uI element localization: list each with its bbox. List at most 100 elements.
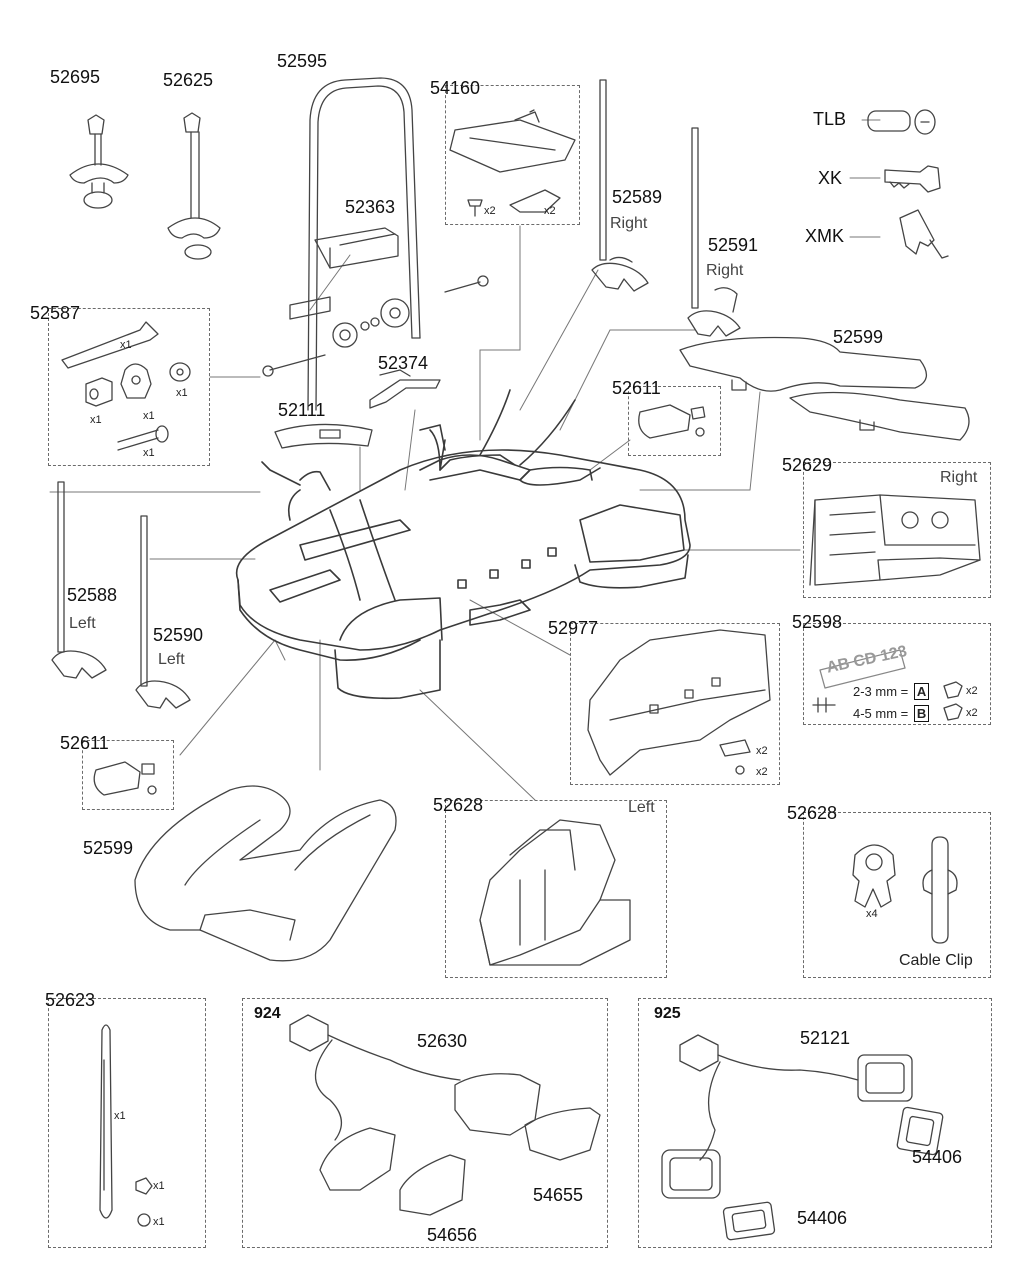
box-54160 bbox=[445, 85, 580, 225]
cable-clip-label: Cable Clip bbox=[899, 952, 973, 969]
part-TLB-lock bbox=[867, 109, 936, 135]
leader-lines bbox=[49, 119, 881, 801]
plate-row-a-letter: A bbox=[913, 683, 930, 700]
part-52611-endcap-upper bbox=[638, 404, 706, 439]
part-52628-tail-light-left bbox=[479, 819, 631, 966]
part-number-52587: 52587 bbox=[30, 303, 81, 323]
plate-row-b-letter: B bbox=[913, 705, 930, 722]
part-number-52599-upper: 52599 bbox=[833, 327, 884, 347]
part-number-52121: 52121 bbox=[800, 1028, 851, 1048]
qty-hexkey: x1 bbox=[120, 339, 132, 351]
qty-54160-screw: x2 bbox=[484, 205, 496, 217]
qty-washer: x1 bbox=[176, 387, 188, 399]
part-52111-cover bbox=[274, 423, 373, 449]
qty-52977-a: x2 bbox=[756, 745, 768, 757]
side-label-right-52589: Right bbox=[610, 215, 648, 232]
box-52623 bbox=[48, 998, 206, 1248]
part-number-52625: 52625 bbox=[163, 70, 214, 90]
part-number-52590: 52590 bbox=[153, 625, 204, 645]
part-52695-frame-holder bbox=[69, 114, 129, 209]
part-number-52595: 52595 bbox=[277, 51, 328, 71]
box-52587 bbox=[48, 308, 210, 466]
qty-nut: x1 bbox=[153, 1180, 165, 1192]
part-925-wiring-kit bbox=[661, 1034, 944, 1241]
part-52588-arm-left bbox=[51, 481, 107, 679]
part-52589-arm-right bbox=[591, 79, 649, 292]
part-number-52628-clips: 52628 bbox=[787, 803, 838, 823]
part-52598-plate-holder bbox=[812, 649, 963, 721]
part-52977-housing bbox=[587, 629, 771, 776]
part-number-XMK: XMK bbox=[805, 226, 845, 246]
part-number-XK: XK bbox=[818, 168, 843, 188]
part-number-52599-lower: 52599 bbox=[83, 838, 134, 858]
part-52595-bike-arm-loop bbox=[307, 77, 421, 411]
part-52623-strap bbox=[99, 1024, 153, 1227]
box-52629 bbox=[803, 462, 991, 598]
box-925 bbox=[638, 998, 992, 1248]
part-XMK-key bbox=[899, 209, 949, 259]
part-knobs-bolts bbox=[262, 275, 489, 377]
qty-clip: x4 bbox=[866, 908, 878, 920]
qty-strap: x1 bbox=[114, 1110, 126, 1122]
part-52374-bracket bbox=[369, 369, 441, 409]
plate-row-a-qty: x2 bbox=[966, 685, 978, 697]
part-52611-endcap-lower bbox=[93, 761, 157, 796]
part-number-52628-left: 52628 bbox=[433, 795, 484, 815]
plate-row-b-range: 4-5 mm = bbox=[853, 706, 909, 721]
part-number-52589: 52589 bbox=[612, 187, 663, 207]
box-924 bbox=[242, 998, 608, 1248]
part-number-TLB: TLB bbox=[813, 109, 847, 129]
part-number-52623: 52623 bbox=[45, 990, 96, 1010]
part-number-52611-upper: 52611 bbox=[612, 378, 661, 398]
part-52590-arm-left bbox=[135, 515, 191, 709]
part-52599-tray-upper bbox=[679, 336, 970, 441]
part-924-wiring-kit bbox=[289, 1014, 601, 1216]
side-label-left-52628: Left bbox=[628, 799, 655, 816]
part-number-52591: 52591 bbox=[708, 235, 759, 255]
plate-row-a: 2-3 mm = A bbox=[853, 683, 930, 700]
kit-number-925: 925 bbox=[654, 1005, 681, 1022]
box-52598 bbox=[803, 623, 991, 725]
qty-bolt: x1 bbox=[143, 447, 155, 459]
part-XK-key bbox=[884, 165, 941, 193]
side-label-left-52588: Left bbox=[69, 615, 96, 632]
part-52599-tray-lower bbox=[134, 785, 397, 962]
part-number-52111: 52111 bbox=[278, 400, 326, 420]
kit-number-924: 924 bbox=[254, 1005, 281, 1022]
part-number-52611-lower: 52611 bbox=[60, 733, 109, 753]
part-number-52374: 52374 bbox=[378, 353, 429, 373]
part-number-54656: 54656 bbox=[427, 1225, 478, 1245]
part-52587-tool-kit bbox=[61, 321, 191, 451]
part-54160-kit bbox=[449, 109, 576, 217]
part-number-52363: 52363 bbox=[345, 197, 396, 217]
part-52629-tail-light-right bbox=[809, 494, 981, 586]
part-number-54655: 54655 bbox=[533, 1185, 584, 1205]
part-52625-frame-holder bbox=[167, 112, 221, 260]
part-number-52629: 52629 bbox=[782, 455, 833, 475]
main-carrier-body bbox=[235, 389, 691, 700]
part-number-52695: 52695 bbox=[50, 67, 101, 87]
side-label-right-52591: Right bbox=[706, 262, 744, 279]
box-52611-lower bbox=[82, 740, 174, 810]
box-52611-upper bbox=[628, 386, 721, 456]
part-number-54160: 54160 bbox=[430, 78, 481, 98]
box-52628-clips bbox=[803, 812, 991, 978]
box-52628-left bbox=[445, 800, 667, 978]
plate-row-b-qty: x2 bbox=[966, 707, 978, 719]
part-number-52598: 52598 bbox=[792, 612, 843, 632]
part-number-52630: 52630 bbox=[417, 1031, 468, 1051]
part-number-54406-lower: 54406 bbox=[797, 1208, 848, 1228]
plate-row-b: 4-5 mm = B bbox=[853, 705, 930, 722]
side-label-right-52629: Right bbox=[940, 469, 978, 486]
qty-knob: x1 bbox=[143, 410, 155, 422]
part-number-54406-upper: 54406 bbox=[912, 1147, 963, 1167]
qty-spacer: x1 bbox=[90, 414, 102, 426]
part-52591-arm-right bbox=[687, 127, 741, 337]
qty-screw: x1 bbox=[153, 1216, 165, 1228]
plate-row-a-range: 2-3 mm = bbox=[853, 684, 909, 699]
qty-54160-plate: x2 bbox=[544, 205, 556, 217]
part-52628-cable-clips bbox=[852, 836, 958, 944]
part-52363-clip bbox=[289, 227, 399, 320]
part-number-52588: 52588 bbox=[67, 585, 118, 605]
